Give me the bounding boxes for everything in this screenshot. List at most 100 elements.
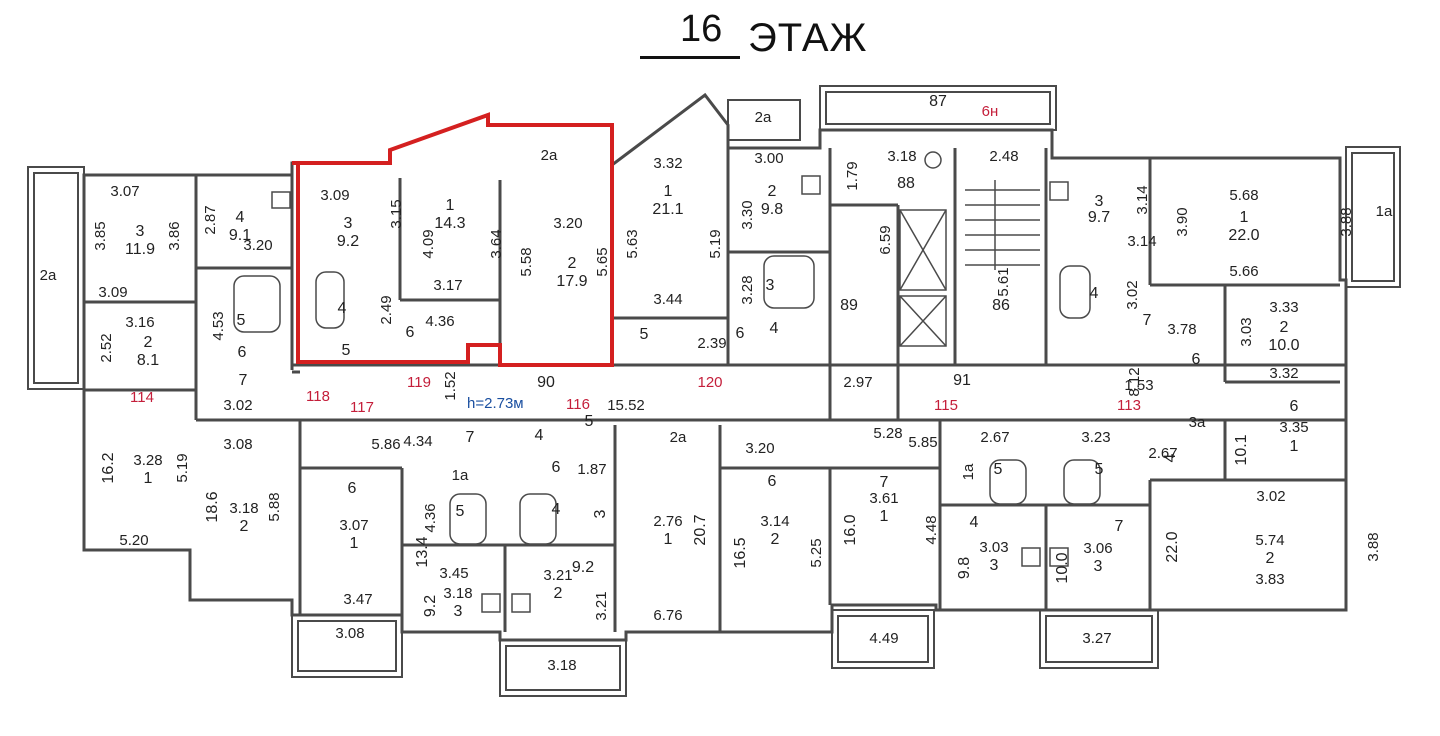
room-label: 10.0 — [1268, 337, 1299, 354]
room-label: 1 — [664, 531, 673, 548]
room-label: 17.9 — [556, 273, 587, 290]
room-label: 117 — [350, 399, 374, 416]
room-label: 2.76 — [653, 513, 682, 530]
room-label: 3.20 — [745, 440, 774, 457]
room-label: 5 — [585, 413, 594, 430]
room-label: 3 — [766, 277, 775, 294]
room-label: 3.28 — [133, 452, 162, 469]
room-label: 3 — [1095, 193, 1104, 210]
room-label: 3.02 — [223, 397, 252, 414]
room-label: 9.7 — [1088, 209, 1110, 226]
elevator-cross — [899, 295, 947, 347]
room-label: 115 — [934, 397, 958, 414]
room-label: 1.53 — [1124, 377, 1153, 394]
room-label: 1 — [350, 535, 359, 552]
room-label: 3.78 — [1167, 321, 1196, 338]
room-label: 3.16 — [125, 314, 154, 331]
room-label: 118 — [306, 388, 330, 405]
room-label: 21.1 — [652, 201, 683, 218]
room-label: 2.67 — [1148, 445, 1177, 462]
balcony-south-3a-inner — [1045, 615, 1153, 663]
floor-number: 16 — [680, 8, 723, 50]
room-label: 3.86 — [166, 221, 183, 250]
room-label: 5 — [237, 312, 246, 329]
floor-title: 16 ЭТАЖ — [640, 6, 880, 62]
room-label: 91 — [953, 372, 971, 389]
room-label: 6 — [406, 324, 415, 341]
room-label: 5.20 — [119, 532, 148, 549]
ceiling-height-label: h=2.73м — [467, 395, 524, 412]
room-label: 4.34 — [403, 433, 432, 450]
room-label: 87 — [929, 93, 947, 110]
room-label: 2.67 — [980, 429, 1009, 446]
room-label: 4 — [535, 427, 544, 444]
room-label: 5 — [994, 461, 1003, 478]
room-label: 6.59 — [877, 225, 894, 254]
room-label: 6н — [982, 103, 999, 120]
room-label: 16.0 — [842, 514, 859, 545]
room-label: 2 — [240, 518, 249, 535]
room-label: 3.85 — [92, 221, 109, 250]
vent-icon — [1049, 181, 1069, 201]
room-label: 8.12 — [1126, 367, 1143, 396]
bathtub-icon — [519, 493, 557, 545]
room-label: 1.79 — [844, 161, 861, 190]
balcony-east — [1345, 146, 1401, 288]
room-label: 3.14 — [1134, 185, 1151, 214]
balcony-south-1a-left-inner — [297, 620, 397, 672]
room-label: 2.52 — [98, 333, 115, 362]
vent-icon — [801, 175, 821, 195]
room-label: 1a — [960, 463, 977, 480]
room-label: 6 — [736, 325, 745, 342]
room-label: 20.7 — [692, 514, 709, 545]
room-label: 3.35 — [1279, 419, 1308, 436]
room-label: 14.3 — [434, 215, 465, 232]
room-label: 9.1 — [229, 227, 251, 244]
room-label: 88 — [897, 175, 915, 192]
balcony-south-1a-mid-inner — [837, 615, 929, 663]
room-label: 90 — [537, 374, 555, 391]
bathtub-icon — [233, 275, 281, 333]
room-label: 3 — [1094, 558, 1103, 575]
room-label: 7 — [1115, 518, 1124, 535]
room-label: 1 — [446, 197, 455, 214]
room-label: 3.09 — [320, 187, 349, 204]
room-label: 3.06 — [1083, 540, 1112, 557]
room-label: 3 — [990, 557, 999, 574]
room-label: 3.88 — [1338, 207, 1355, 236]
room-label: 22.0 — [1228, 227, 1259, 244]
room-label: 3.07 — [110, 183, 139, 200]
room-label: 2.97 — [843, 374, 872, 391]
room-label: 3.02 — [1124, 280, 1141, 309]
room-label: 3.44 — [653, 291, 682, 308]
room-label: 5 — [1095, 461, 1104, 478]
room-label: 2 — [1280, 319, 1289, 336]
room-label: 9.8 — [761, 201, 783, 218]
room-label: 3.30 — [739, 200, 756, 229]
room-label: 8.1 — [137, 352, 159, 369]
vent-icon — [481, 593, 501, 613]
room-label: 3a — [1189, 414, 1206, 431]
room-label: 3 — [592, 509, 609, 518]
room-label: 5.65 — [594, 247, 611, 276]
room-label: 9.8 — [956, 557, 973, 579]
room-label: 3.45 — [439, 565, 468, 582]
room-label: 2.48 — [989, 148, 1018, 165]
balcony-east-inner — [1351, 152, 1395, 282]
room-label: 1.87 — [577, 461, 606, 478]
room-label: 86 — [992, 297, 1010, 314]
bathtub-icon — [989, 459, 1027, 505]
room-label: 2 — [568, 255, 577, 272]
room-label: 4.36 — [425, 313, 454, 330]
room-label: 3.18 — [547, 657, 576, 674]
vent-icon — [1021, 547, 1041, 567]
room-label: 5.74 — [1255, 532, 1284, 549]
room-label: 2.87 — [202, 205, 219, 234]
bathtub-icon — [315, 271, 345, 329]
room-label: 3.21 — [593, 591, 610, 620]
room-label: 3.20 — [553, 215, 582, 232]
room-label: 7 — [880, 474, 889, 491]
room-label: 4.49 — [869, 630, 898, 647]
room-label: 5.19 — [174, 453, 191, 482]
